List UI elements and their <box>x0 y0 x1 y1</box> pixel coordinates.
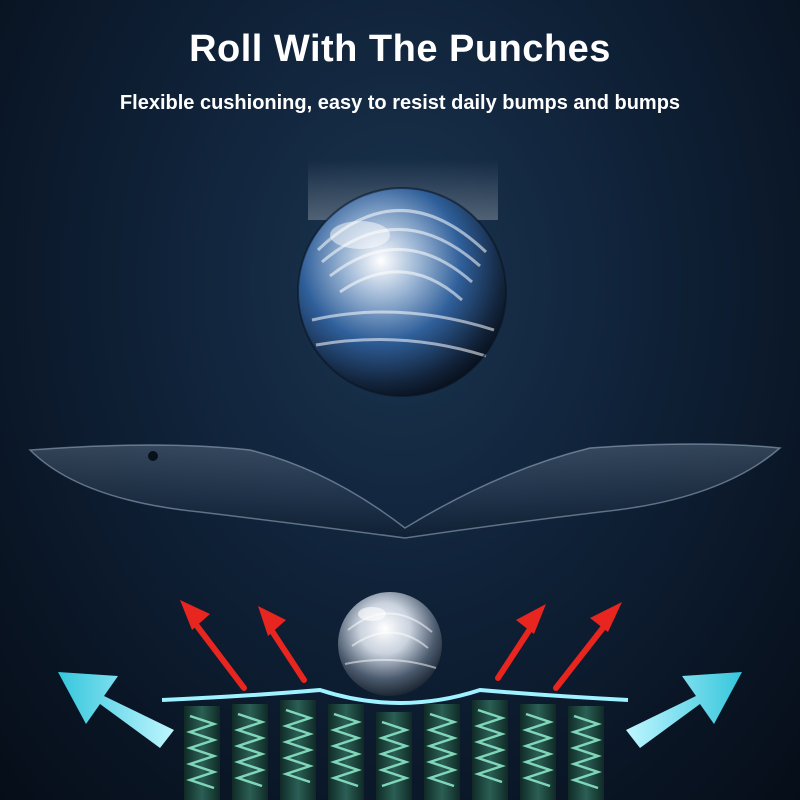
subheadline: Flexible cushioning, easy to resist dail… <box>119 92 681 114</box>
steel-ball-icon <box>297 187 507 397</box>
arrow-up-icon <box>180 600 622 691</box>
steel-ball-icon <box>338 592 442 696</box>
curved-film-icon <box>28 443 782 539</box>
camera-hole-icon <box>148 451 158 461</box>
spring-cushion-icon <box>161 687 629 800</box>
arrow-up-icon <box>58 672 742 748</box>
headline: Roll With The Punches <box>189 28 611 70</box>
